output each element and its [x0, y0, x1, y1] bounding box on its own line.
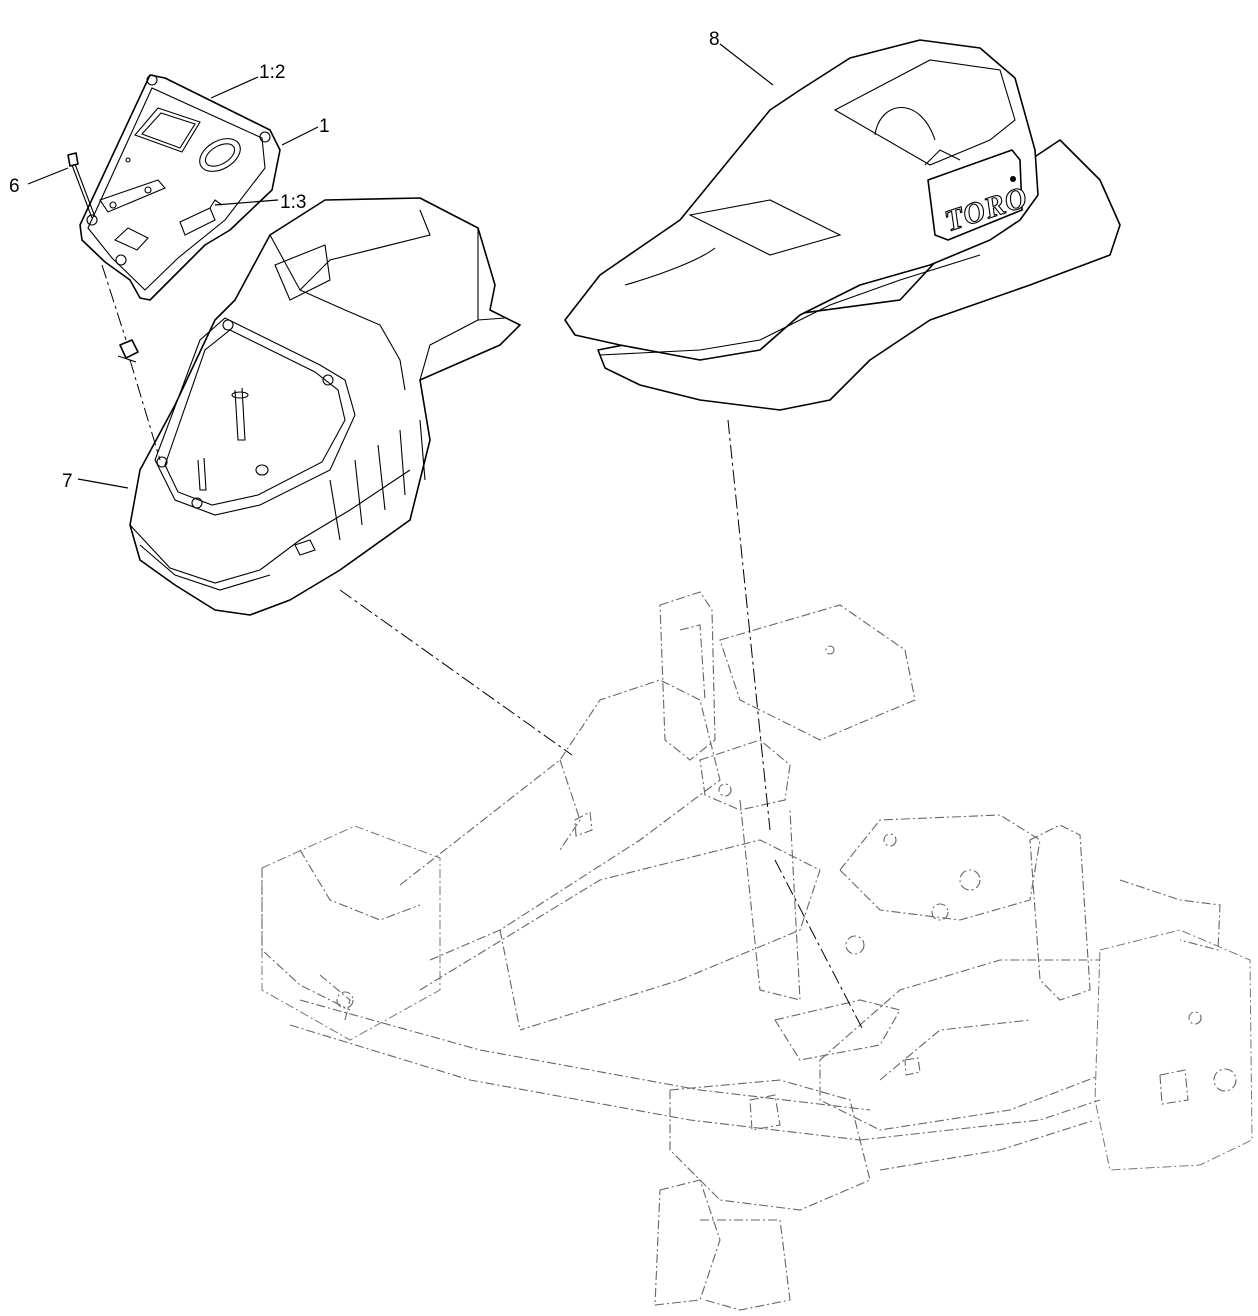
callout-1: 1	[319, 116, 330, 137]
item-8-seat: TORO	[564, 39, 1121, 411]
item-6-bolt	[67, 152, 96, 219]
leader-lines	[27, 43, 774, 489]
callout-labels: 1:2 1 6 1:3 7 8	[9, 29, 720, 492]
callout-7: 7	[62, 471, 73, 492]
chassis-frame	[261, 591, 1253, 1311]
callout-1-3: 1:3	[280, 192, 306, 213]
assembly-lines	[101, 264, 863, 1029]
callout-6: 6	[9, 176, 20, 197]
item-1-control-panel	[79, 74, 281, 301]
clip-nut	[117, 339, 139, 363]
callout-8: 8	[709, 29, 720, 50]
item-7-fender-console	[129, 197, 521, 616]
callout-1-2: 1:2	[259, 62, 285, 83]
